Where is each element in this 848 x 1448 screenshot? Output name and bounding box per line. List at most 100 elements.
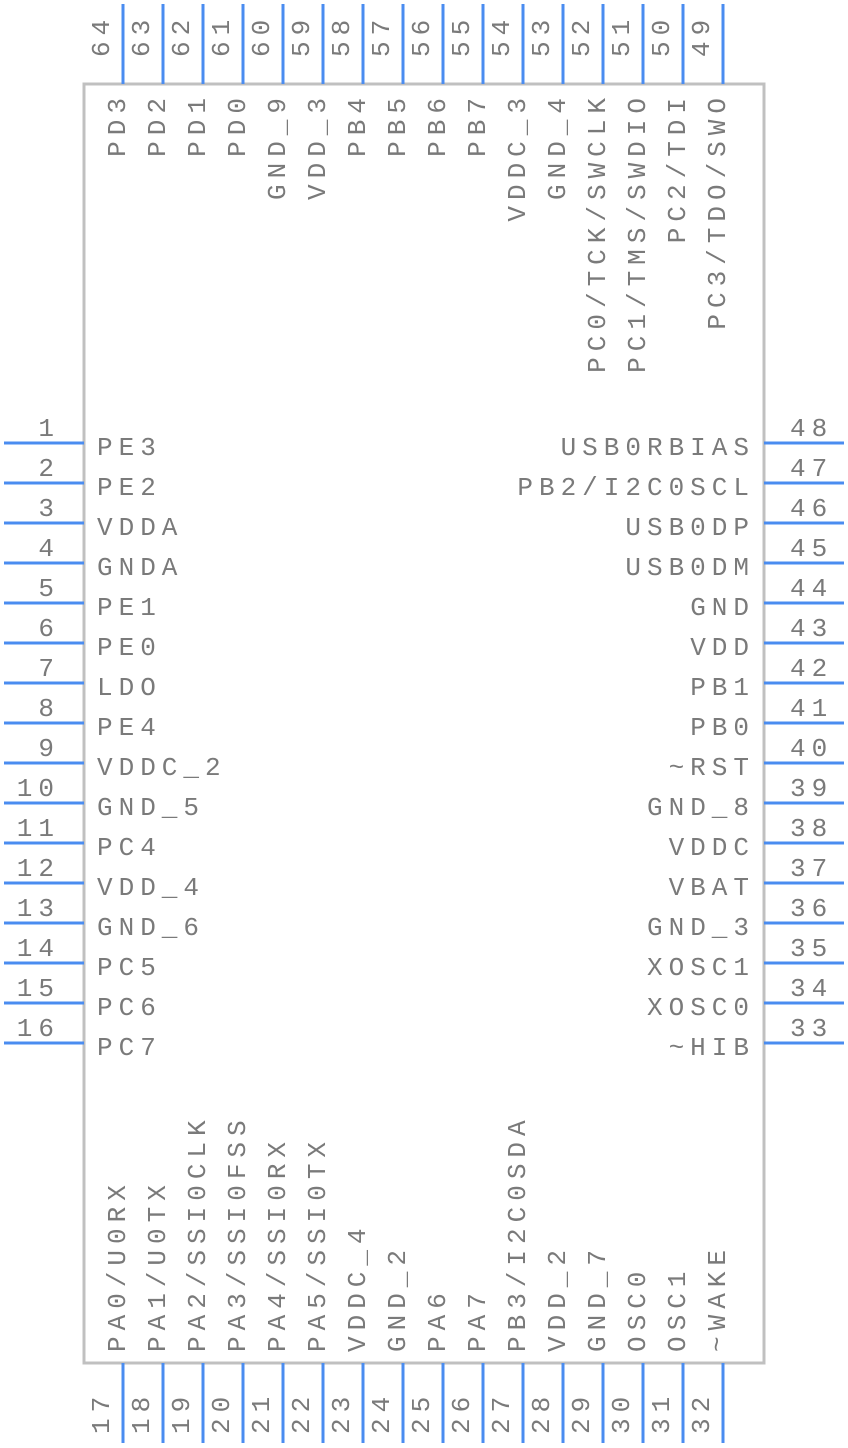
pin-number: 31	[647, 1391, 677, 1434]
pin-number: 57	[367, 14, 397, 57]
pin-name: PD2	[143, 92, 173, 157]
pin-number: 9	[38, 734, 60, 764]
pin-name: GND	[690, 593, 755, 623]
pin-name: PC4	[97, 833, 162, 863]
pin-number: 46	[790, 494, 833, 524]
pin-name: PA5/SSI0TX	[303, 1136, 333, 1352]
pin-number: 48	[790, 414, 833, 444]
pin-number: 59	[287, 14, 317, 57]
pin-number: 38	[790, 814, 833, 844]
pin-number: 25	[407, 1391, 437, 1434]
pin-name: GND_5	[97, 793, 205, 823]
pin-name: LDO	[97, 673, 162, 703]
pin-number: 56	[407, 14, 437, 57]
pin-name: USB0DM	[625, 553, 755, 583]
pin-name: USB0RBIAS	[561, 433, 755, 463]
pin-name: PA0/U0RX	[103, 1179, 133, 1352]
pin-number: 51	[607, 14, 637, 57]
pin-name: GND_2	[383, 1244, 413, 1352]
pin-number: 33	[790, 1014, 833, 1044]
pin-name: ~HIB	[669, 1033, 755, 1063]
pin-name: PB0	[690, 713, 755, 743]
pin-number: 40	[790, 734, 833, 764]
pin-name: XOSC0	[647, 993, 755, 1023]
pin-name: VDD	[690, 633, 755, 663]
pin-number: 53	[527, 14, 557, 57]
pin-number: 61	[207, 14, 237, 57]
pin-name: VDDC	[669, 833, 755, 863]
pin-name: ~RST	[669, 753, 755, 783]
pin-number: 11	[17, 814, 60, 844]
pin-number: 14	[17, 934, 60, 964]
pin-name: PA3/SSI0FSS	[223, 1114, 253, 1352]
pin-number: 10	[17, 774, 60, 804]
pin-name: GND_3	[647, 913, 755, 943]
pin-number: 52	[567, 14, 597, 57]
pin-name: VDD_4	[97, 873, 205, 903]
pin-name: PD1	[183, 92, 213, 157]
pin-name: PA1/U0TX	[143, 1179, 173, 1352]
pin-number: 16	[17, 1014, 60, 1044]
pin-number: 13	[17, 894, 60, 924]
pin-number: 37	[790, 854, 833, 884]
pin-name: PC1/TMS/SWDIO	[623, 92, 653, 373]
pin-number: 26	[447, 1391, 477, 1434]
pin-number: 55	[447, 14, 477, 57]
pin-name: PC6	[97, 993, 162, 1023]
pin-name: GND_8	[647, 793, 755, 823]
pin-name: GND_6	[97, 913, 205, 943]
pin-number: 12	[17, 854, 60, 884]
pin-number: 7	[38, 654, 60, 684]
pin-number: 19	[167, 1391, 197, 1434]
pin-name: OSC0	[623, 1266, 653, 1352]
pin-number: 58	[327, 14, 357, 57]
pin-name: VBAT	[669, 873, 755, 903]
pin-name: PE4	[97, 713, 162, 743]
pin-name: PC2/TDI	[663, 92, 693, 243]
pin-number: 64	[87, 14, 117, 57]
pin-name: PE3	[97, 433, 162, 463]
pin-number: 39	[790, 774, 833, 804]
pin-name: PB5	[383, 92, 413, 157]
pin-name: USB0DP	[625, 513, 755, 543]
pin-number: 4	[38, 534, 60, 564]
component-body	[82, 82, 766, 1365]
pin-number: 21	[247, 1391, 277, 1434]
pin-number: 50	[647, 14, 677, 57]
pin-name: VDDC_4	[343, 1222, 373, 1352]
pin-name: PB1	[690, 673, 755, 703]
pin-number: 44	[790, 574, 833, 604]
pin-name: PE2	[97, 473, 162, 503]
pin-number: 36	[790, 894, 833, 924]
pin-name: VDDC_3	[503, 92, 533, 222]
pin-name: PC5	[97, 953, 162, 983]
pin-name: PA2/SSI0CLK	[183, 1114, 213, 1352]
pin-name: GND_4	[543, 92, 573, 200]
pin-name: PE0	[97, 633, 162, 663]
pin-number: 54	[487, 14, 517, 57]
pin-name: OSC1	[663, 1266, 693, 1352]
pin-number: 62	[167, 14, 197, 57]
pin-number: 6	[38, 614, 60, 644]
pin-number: 5	[38, 574, 60, 604]
pin-name: XOSC1	[647, 953, 755, 983]
pin-name: GND_9	[263, 92, 293, 200]
pin-name: VDDA	[97, 513, 183, 543]
pin-number: 15	[17, 974, 60, 1004]
pin-number: 24	[367, 1391, 397, 1434]
pin-name: PB6	[423, 92, 453, 157]
pin-name: PA7	[463, 1287, 493, 1352]
pin-number: 63	[127, 14, 157, 57]
pin-number: 3	[38, 494, 60, 524]
pin-number: 1	[38, 414, 60, 444]
pin-number: 28	[527, 1391, 557, 1434]
pin-name: PC7	[97, 1033, 162, 1063]
pin-name: PE1	[97, 593, 162, 623]
pin-number: 27	[487, 1391, 517, 1434]
pin-name: VDD_3	[303, 92, 333, 200]
pin-number: 23	[327, 1391, 357, 1434]
pin-number: 29	[567, 1391, 597, 1434]
pin-number: 34	[790, 974, 833, 1004]
pin-number: 49	[687, 14, 717, 57]
